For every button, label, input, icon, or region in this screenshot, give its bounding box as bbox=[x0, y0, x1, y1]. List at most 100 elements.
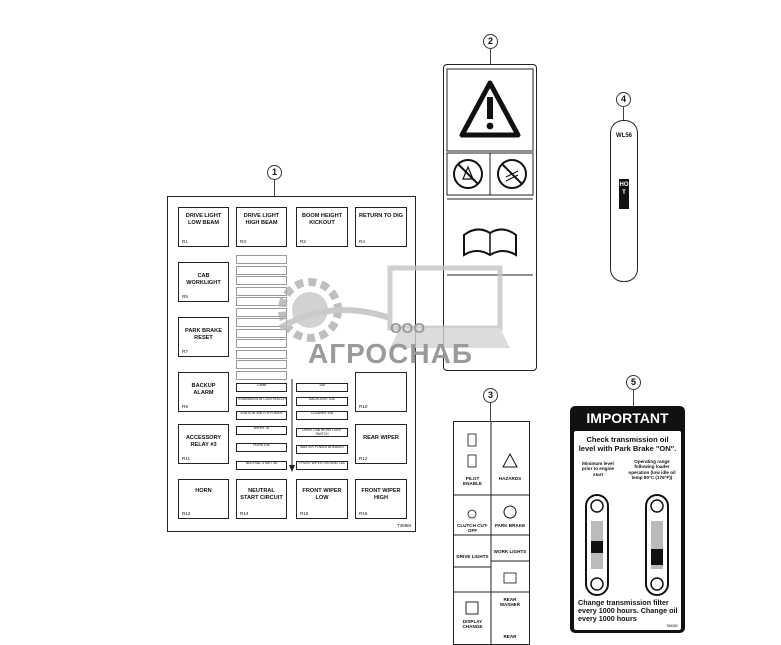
relay-label: BACKUP ALARM bbox=[191, 383, 216, 396]
rear-washer-label: REAR WASHER bbox=[499, 597, 521, 608]
relay-horn: HORN R13 bbox=[178, 479, 229, 519]
fuse-item: HORN 10A bbox=[236, 443, 287, 452]
hazards-label: HAZARDS bbox=[498, 476, 522, 481]
fuse-item: BACKLIGHT 10A bbox=[296, 397, 348, 406]
relay-neutral-start-circuit: NEUTRAL START CIRCUIT R14 bbox=[236, 479, 287, 519]
fuse-item: 2 AMB bbox=[236, 383, 287, 392]
relay-return-to-dig: RETURN TO DIG R4 bbox=[355, 207, 407, 247]
relay-backup-alarm: BACKUP ALARM R9 bbox=[178, 372, 229, 412]
fuse-item: DRIVE CAB WORK LIGHT SWITCH bbox=[296, 428, 348, 437]
callout-3: 3 bbox=[483, 388, 498, 403]
relay-rear-wiper: REAR WIPER R12 bbox=[355, 424, 407, 464]
fuse-item: MASTER POWER BREAKER bbox=[296, 445, 348, 454]
relay-boom-height-kickout: BOOM HEIGHT KICKOUT R2 bbox=[296, 207, 348, 247]
relay-id: R5 bbox=[182, 294, 188, 299]
footer-instructions: Change transmission filter every 1000 ho… bbox=[578, 598, 678, 624]
fuse-item: CLEANER 10A bbox=[296, 411, 348, 420]
hot-label-text: HOT bbox=[619, 182, 629, 196]
watermark-ooo: ООО bbox=[390, 320, 426, 337]
arrow-down-icon bbox=[289, 379, 295, 472]
callout-1: 1 bbox=[267, 165, 282, 180]
fuse-slot bbox=[236, 328, 287, 338]
check-oil-text: Check transmission oil level with Park B… bbox=[578, 435, 677, 453]
leader-line-1 bbox=[274, 180, 275, 196]
important-body: Check transmission oil level with Park B… bbox=[574, 431, 681, 630]
relay-label: CAB WORKLIGHT bbox=[186, 273, 221, 286]
leader-line-3 bbox=[490, 403, 491, 421]
decal-part-number: T86082 bbox=[666, 624, 678, 628]
drive-lights-label: DRIVE LIGHTS bbox=[456, 554, 489, 559]
watermark-text: АГРОСНАБ bbox=[308, 338, 473, 369]
leader-line-2 bbox=[490, 49, 491, 64]
relay-label: DRIVE LIGHT LOW BEAM bbox=[185, 213, 222, 226]
minimum-level-caption: Minimum level prior to engine start bbox=[581, 461, 615, 477]
relay-label: PARK BRAKE RESET bbox=[185, 328, 222, 341]
relay-id: R9 bbox=[182, 404, 188, 409]
fuse-item: FRONT WIPER GROUND 15A bbox=[296, 461, 348, 470]
fuse-slot bbox=[236, 255, 287, 264]
fuse-relay-panel: DRIVE LIGHT LOW BEAM R1 DRIVE LIGHT HIGH… bbox=[167, 196, 416, 532]
fuse-slot bbox=[236, 339, 287, 348]
clutch-cutoff-label: CLUTCH CUT-OFF bbox=[457, 523, 488, 534]
fuse-item: NEUTRAL START 5A bbox=[236, 461, 287, 470]
relay-park-brake-reset: PARK BRAKE RESET R7 bbox=[178, 317, 229, 357]
dipstick-gauges bbox=[585, 494, 669, 596]
relay-r10: R10 bbox=[355, 372, 407, 412]
callout-5: 5 bbox=[626, 375, 641, 390]
relay-label: RETURN TO DIG bbox=[358, 213, 404, 219]
fuse-slot bbox=[236, 370, 287, 380]
hot-surface-decal: WL56 HOT bbox=[610, 120, 638, 282]
fuse-slot bbox=[236, 265, 287, 275]
warning-decal-art bbox=[446, 68, 534, 276]
relay-label: REAR WIPER bbox=[363, 435, 399, 441]
callout-4: 4 bbox=[616, 92, 631, 107]
relay-cab-worklight: CAB WORKLIGHT R5 bbox=[178, 262, 229, 302]
relay-id: R1 bbox=[182, 239, 188, 244]
relay-id: R13 bbox=[182, 511, 191, 516]
relay-front-wiper-high: FRONT WIPER HIGH R16 bbox=[355, 479, 407, 519]
relay-label: DRIVE LIGHT HIGH BEAM bbox=[243, 213, 280, 226]
fuse-slot bbox=[236, 360, 287, 369]
relay-id: R2 bbox=[300, 239, 306, 244]
callout-2: 2 bbox=[483, 34, 498, 49]
warning-decal bbox=[443, 64, 537, 371]
important-decal: IMPORTANT Check transmission oil level w… bbox=[570, 406, 685, 633]
fuse-item: IGNITION SWITCH POWER bbox=[236, 411, 287, 420]
relay-id: R3 bbox=[240, 239, 246, 244]
display-change-label: DISPLAY CHANGE bbox=[462, 619, 483, 630]
leader-line-4 bbox=[623, 107, 624, 120]
relay-label: NEUTRAL START CIRCUIT bbox=[240, 488, 283, 501]
relay-id: R15 bbox=[300, 511, 309, 516]
fuse-item: WIPER 7A bbox=[236, 426, 287, 435]
relay-id: R4 bbox=[359, 239, 365, 244]
leader-line-5 bbox=[633, 390, 634, 406]
agrosnab-watermark-logo bbox=[278, 265, 510, 348]
work-lights-label: WORK LIGHTS bbox=[493, 549, 527, 554]
fuse-slot bbox=[236, 349, 287, 359]
important-heading: IMPORTANT bbox=[586, 410, 669, 426]
relay-drive-light-high-beam: DRIVE LIGHT HIGH BEAM R3 bbox=[236, 207, 287, 247]
relay-id: R14 bbox=[240, 511, 249, 516]
park-brake-label: PARK BRAKE bbox=[494, 523, 526, 528]
relay-label: FRONT WIPER HIGH bbox=[361, 488, 401, 501]
hot-label-bar bbox=[619, 179, 629, 209]
relay-accessory-relay-3: ACCESSORY RELAY #3 R11 bbox=[178, 424, 229, 464]
rear-label: REAR bbox=[503, 634, 517, 639]
operating-range-caption: Operating range following loader operati… bbox=[628, 459, 676, 480]
switch-decal: PILOT ENABLE HAZARDS CLUTCH CUT-OFF PARK… bbox=[453, 421, 530, 645]
relay-id: R12 bbox=[359, 456, 368, 461]
relay-label: BOOM HEIGHT KICKOUT bbox=[301, 213, 343, 226]
fuse-item: 15A bbox=[296, 383, 348, 392]
relay-id: R16 bbox=[359, 511, 368, 516]
relay-label: ACCESSORY RELAY #3 bbox=[185, 435, 222, 448]
relay-label: HORN bbox=[195, 488, 212, 494]
relay-drive-light-low-beam: DRIVE LIGHT LOW BEAM R1 bbox=[178, 207, 229, 247]
decal-code: WL56 bbox=[615, 133, 632, 139]
switch-decal-grid bbox=[454, 422, 529, 644]
relay-id: R7 bbox=[182, 349, 188, 354]
fuse-slot bbox=[236, 307, 287, 317]
relay-front-wiper-low: FRONT WIPER LOW R15 bbox=[296, 479, 348, 519]
relay-id: R10 bbox=[359, 404, 368, 409]
fuse-item: TRANSMISSION CONTROLLER bbox=[236, 397, 287, 406]
fuse-slot bbox=[236, 276, 287, 285]
